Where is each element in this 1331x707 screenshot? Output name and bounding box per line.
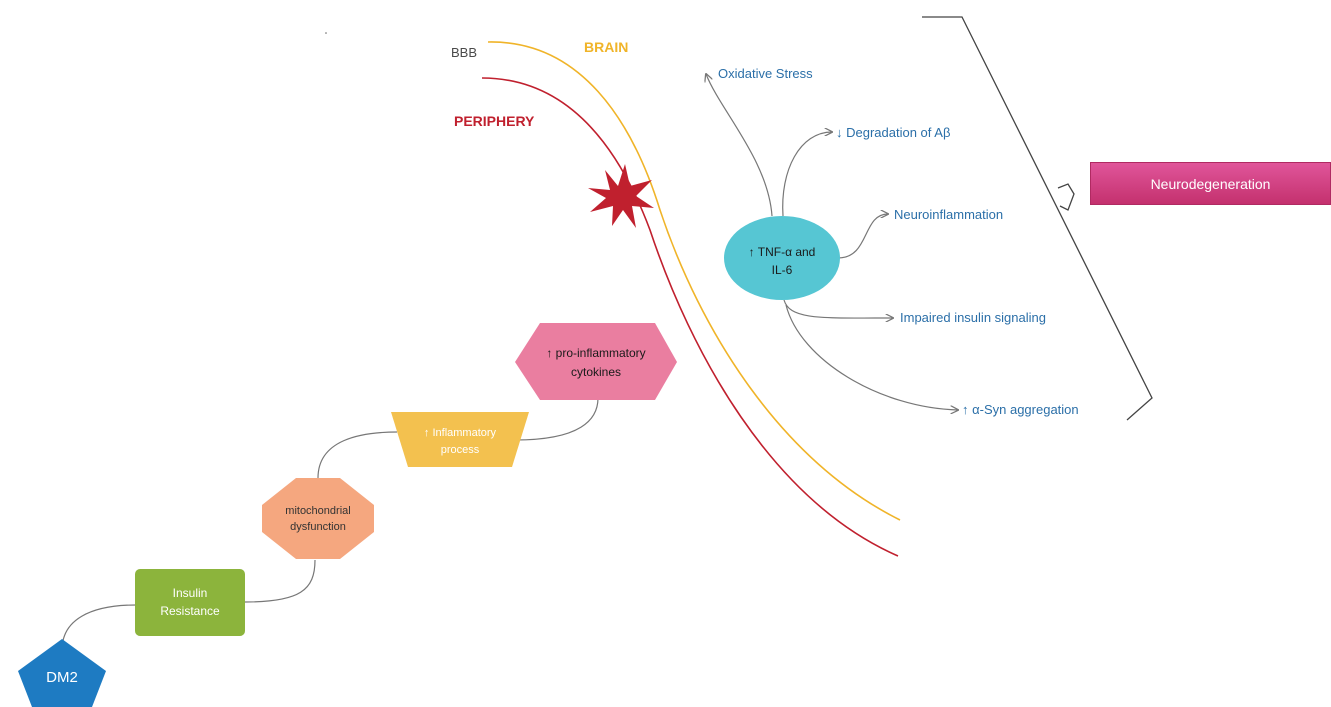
periphery-boundary-line	[481, 77, 899, 557]
neurodegeneration-outcome-box: Neurodegeneration	[1090, 162, 1331, 205]
dm2-label: DM2	[46, 669, 78, 686]
cytokines-node: ↑ pro-inflammatory cytokines	[515, 323, 677, 400]
bbb-label: BBB	[451, 45, 477, 60]
effect-connectors	[706, 74, 958, 410]
neurodegeneration-label: Neurodegeneration	[1150, 175, 1271, 192]
brain-label: BRAIN	[584, 39, 628, 55]
insulin-resistance-label-1: Insulin	[173, 586, 208, 600]
cytokines-label-1: ↑ pro-inflammatory	[546, 346, 645, 360]
effect-degradation-abeta: ↓ Degradation of Aβ	[836, 125, 950, 140]
tnf-il6-label-2: IL-6	[772, 263, 793, 277]
cytokines-label-2: cytokines	[571, 365, 621, 379]
stray-dot	[325, 32, 327, 34]
bbb-disruption-burst-icon	[588, 164, 654, 228]
effect-syn-aggregation: ↑ α-Syn aggregation	[962, 402, 1079, 417]
outcome-arrow-icon	[1057, 183, 1075, 211]
effects-bracket	[922, 16, 1153, 421]
mitochondrial-dysfunction-label-2: dysfunction	[290, 521, 346, 533]
mitochondrial-dysfunction-node: mitochondrial dysfunction	[262, 478, 374, 559]
effect-neuroinflammation: Neuroinflammation	[894, 207, 1003, 222]
insulin-resistance-label-2: Resistance	[160, 604, 220, 618]
effect-impaired-insulin-signaling: Impaired insulin signaling	[900, 310, 1046, 325]
pathway-connectors	[61, 397, 599, 651]
inflammatory-process-label-2: process	[441, 444, 480, 456]
inflammatory-process-label-1: ↑ Inflammatory	[424, 427, 497, 439]
mitochondrial-dysfunction-label-1: mitochondrial	[285, 505, 350, 517]
inflammatory-process-node: ↑ Inflammatory process	[391, 412, 529, 467]
periphery-label: PERIPHERY	[454, 113, 535, 129]
dm2-node: DM2	[18, 639, 106, 707]
tnf-il6-node: ↑ TNF-α and IL-6	[724, 216, 840, 300]
brain-boundary-line	[487, 41, 901, 521]
tnf-il6-label-1: ↑ TNF-α and	[749, 245, 816, 259]
insulin-resistance-node: Insulin Resistance	[135, 569, 245, 636]
effect-oxidative-stress: Oxidative Stress	[718, 66, 813, 81]
